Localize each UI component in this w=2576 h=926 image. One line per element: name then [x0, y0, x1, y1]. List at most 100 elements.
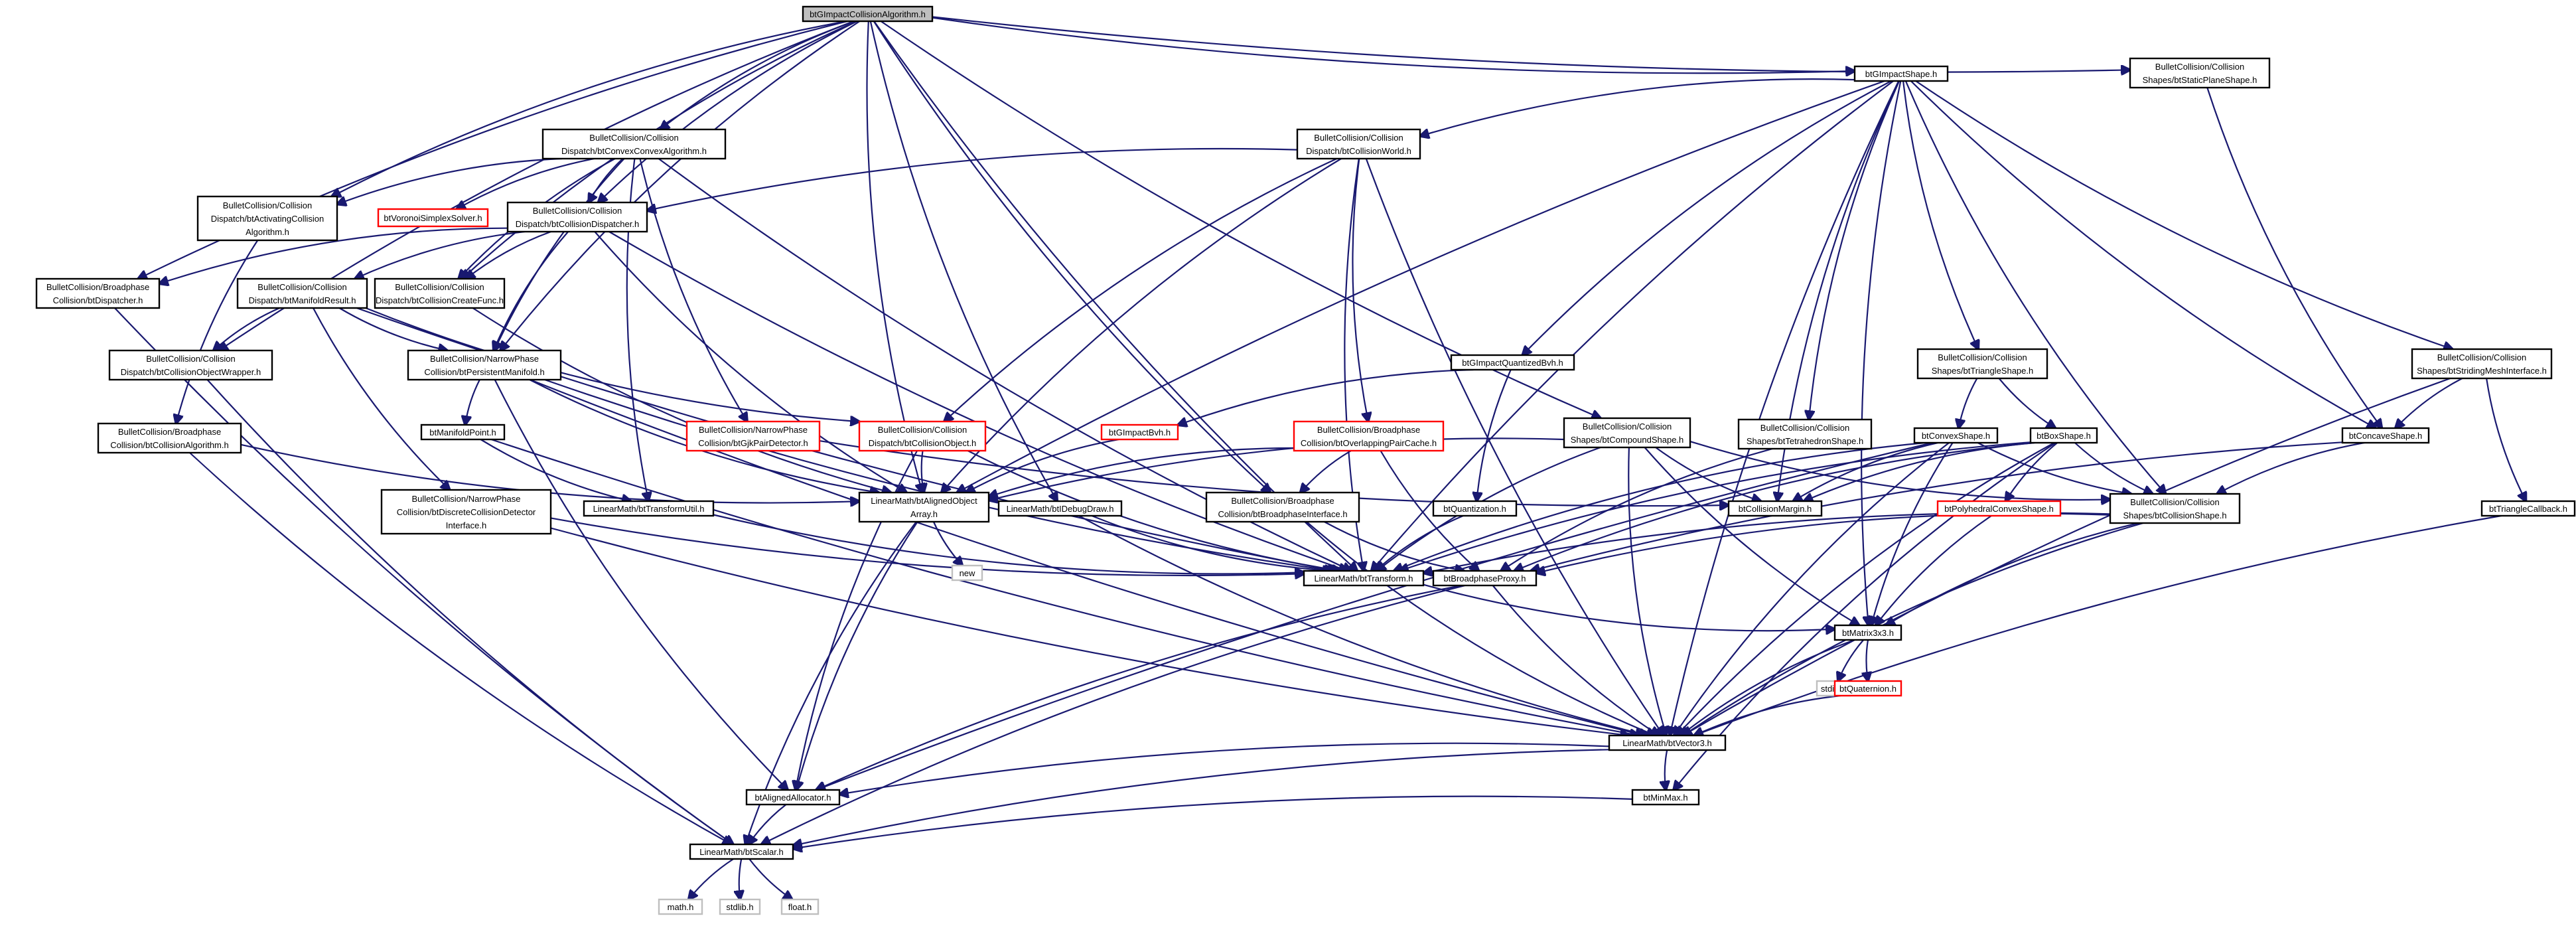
edge-manifoldresult-to-discrete	[313, 307, 450, 490]
node-root[interactable]: btGImpactCollisionAlgorithm.h	[802, 5, 934, 23]
node-box	[802, 5, 934, 23]
node-trianglecallback[interactable]: btTriangleCallback.h	[2480, 500, 2576, 517]
node-compound[interactable]: BulletCollision/CollisionShapes/btCompou…	[1563, 417, 1691, 449]
edge-convexshape-to-matrix	[1871, 442, 1954, 625]
node-box	[2480, 500, 2576, 517]
node-matrix[interactable]: btMatrix3x3.h	[1833, 624, 1902, 641]
edge-dispatcherimpl-to-persistent	[494, 231, 569, 350]
node-box	[2109, 493, 2241, 524]
node-box	[97, 422, 242, 454]
node-label: stdlib.h	[726, 902, 753, 912]
node-activating[interactable]: BulletCollision/CollisionDispatch/btActi…	[196, 195, 338, 242]
node-box	[1450, 354, 1575, 371]
node-debugdraw[interactable]: LinearMath/btIDebugDraw.h	[997, 500, 1123, 517]
node-createfunc[interactable]: BulletCollision/CollisionDispatch/btColl…	[374, 277, 506, 309]
node-box	[196, 195, 338, 242]
edge-dispatcherimpl-to-transform	[608, 231, 1348, 571]
node-collisionmargin[interactable]: btCollisionMargin.h	[1727, 500, 1823, 517]
node-label: LinearMath/btVector3.h	[1622, 738, 1711, 748]
node-gjkpair[interactable]: BulletCollision/NarrowPhaseCollision/btG…	[685, 420, 821, 452]
node-collisionshape[interactable]: BulletCollision/CollisionShapes/btCollis…	[2109, 493, 2241, 524]
node-collobject[interactable]: BulletCollision/CollisionDispatch/btColl…	[858, 420, 987, 452]
node-label: Collision/btCollisionAlgorithm.h	[110, 440, 228, 450]
node-convexshape[interactable]: btConvexShape.h	[1913, 427, 1999, 444]
edge-convexshape-to-collisionshape	[1977, 442, 2131, 494]
node-overlapping[interactable]: BulletCollision/BroadphaseCollision/btOv…	[1293, 420, 1445, 452]
node-label: BulletCollision/Collision	[2130, 497, 2219, 507]
node-bpinterface[interactable]: BulletCollision/BroadphaseCollision/btBr…	[1205, 491, 1360, 523]
node-label: Collision/btPersistentManifold.h	[424, 367, 544, 377]
edge-bpinterface-to-bpproxy	[1324, 521, 1465, 571]
node-triangleshape[interactable]: BulletCollision/CollisionShapes/btTriang…	[1916, 348, 2048, 380]
edge-objwrapper-to-scalar	[206, 379, 733, 844]
edge-createfunc-to-alignedarray	[472, 307, 891, 493]
node-label: BulletCollision/Broadphase	[46, 282, 149, 292]
edge-concave-to-collisionshape	[2217, 441, 2365, 494]
node-label: Shapes/btTriangleShape.h	[1932, 366, 2033, 376]
node-manifoldresult[interactable]: BulletCollision/CollisionDispatch/btMani…	[236, 277, 368, 309]
edge-compound-to-vector3	[1628, 447, 1666, 735]
edges-layer	[114, 16, 2526, 899]
nodes-layer: btGImpactCollisionAlgorithm.h btGImpactSh…	[35, 5, 2576, 915]
edge-minmax-to-scalar	[793, 795, 1633, 849]
node-dispatcherimpl[interactable]: BulletCollision/CollisionDispatch/btColl…	[506, 201, 648, 233]
node-tetrahedron[interactable]: BulletCollision/CollisionShapes/btTetrah…	[1737, 418, 1873, 450]
node-box	[377, 208, 489, 228]
node-label: Array.h	[910, 509, 938, 519]
edge-compound-to-collisionmargin	[1655, 447, 1761, 501]
node-new[interactable]: new	[951, 564, 983, 581]
edge-manifoldpoint-to-transformutil	[480, 439, 630, 501]
node-stridingmesh[interactable]: BulletCollision/CollisionShapes/btStridi…	[2411, 348, 2553, 380]
edge-root-to-dispatcherimpl	[599, 21, 858, 202]
node-gimpactbvh[interactable]: btGImpactBvh.h	[1100, 424, 1179, 441]
edge-gimpactbvh-to-alignedarray	[966, 438, 1119, 493]
node-label: BulletCollision/Collision	[395, 282, 484, 292]
node-polyhedral[interactable]: btPolyhedralConvexShape.h	[1936, 500, 2062, 517]
node-transform[interactable]: LinearMath/btTransform.h	[1303, 570, 1425, 587]
edge-scalar-to-math	[689, 858, 734, 899]
node-vector3[interactable]: LinearMath/btVector3.h	[1608, 734, 1727, 751]
node-concave[interactable]: btConcaveShape.h	[2341, 427, 2430, 444]
node-alignedalloc[interactable]: btAlignedAllocator.h	[745, 789, 841, 806]
edge-convexshape-to-alignedalloc	[816, 441, 1933, 790]
node-math[interactable]: math.h	[658, 898, 703, 915]
node-label: BulletCollision/Collision	[1760, 423, 1849, 433]
node-scalar[interactable]: LinearMath/btScalar.h	[689, 843, 794, 860]
node-stdlib[interactable]: stdlib.h	[719, 898, 761, 915]
node-persistent[interactable]: BulletCollision/NarrowPhaseCollision/btP…	[407, 349, 562, 381]
node-bpalgorithm[interactable]: BulletCollision/BroadphaseCollision/btCo…	[97, 422, 242, 454]
edge-manifoldresult-to-objwrapper	[214, 307, 280, 350]
node-voronoi[interactable]: btVoronoiSimplexSolver.h	[377, 208, 489, 228]
node-box	[2341, 427, 2430, 444]
node-convexconvex[interactable]: BulletCollision/CollisionDispatch/btConv…	[541, 128, 727, 160]
node-quantizedbvh[interactable]: btGImpactQuantizedBvh.h	[1450, 354, 1575, 371]
node-discrete[interactable]: BulletCollision/NarrowPhaseCollision/btD…	[380, 489, 552, 535]
edge-matrix-to-quaternion	[1867, 639, 1869, 681]
edge-transformutil-to-transform	[713, 514, 1304, 574]
node-box	[1303, 570, 1425, 587]
node-manifoldpoint[interactable]: btManifoldPoint.h	[420, 424, 506, 441]
edge-quantizedbvh-to-gimpactbvh	[1178, 368, 1474, 425]
node-minmax[interactable]: btMinMax.h	[1631, 789, 1700, 806]
node-quantization[interactable]: btQuantization.h	[1432, 500, 1518, 517]
edge-root-to-staticplane	[932, 16, 2130, 72]
node-objwrapper[interactable]: BulletCollision/CollisionDispatch/btColl…	[108, 349, 273, 381]
node-label: BulletCollision/Broadphase	[118, 427, 221, 437]
node-transformutil[interactable]: LinearMath/btTransformUtil.h	[583, 500, 715, 517]
node-box	[2411, 348, 2553, 380]
node-float[interactable]: float.h	[780, 898, 820, 915]
node-gimpactshape[interactable]: btGImpactShape.h	[1853, 65, 1949, 82]
edge-boxshape-to-transform	[1399, 441, 2031, 571]
node-bpdispatcher[interactable]: BulletCollision/BroadphaseCollision/btDi…	[35, 277, 161, 309]
edge-overlapping-to-bpinterface	[1301, 450, 1352, 493]
node-collisionworld[interactable]: BulletCollision/CollisionDispatch/btColl…	[1296, 128, 1421, 160]
edge-manifoldresult-to-collobject	[365, 307, 859, 422]
node-label: Dispatch/btActivatingCollision	[211, 214, 324, 224]
edge-trianglecallback-to-vector3	[1694, 514, 2502, 735]
node-label: btMinMax.h	[1643, 793, 1687, 803]
node-bpproxy[interactable]: btBroadphaseProxy.h	[1432, 570, 1538, 587]
node-quaternion[interactable]: btQuaternion.h	[1833, 680, 1902, 697]
node-staticplane[interactable]: BulletCollision/CollisionShapes/btStatic…	[2129, 57, 2271, 89]
node-boxshape[interactable]: btBoxShape.h	[2029, 427, 2098, 444]
